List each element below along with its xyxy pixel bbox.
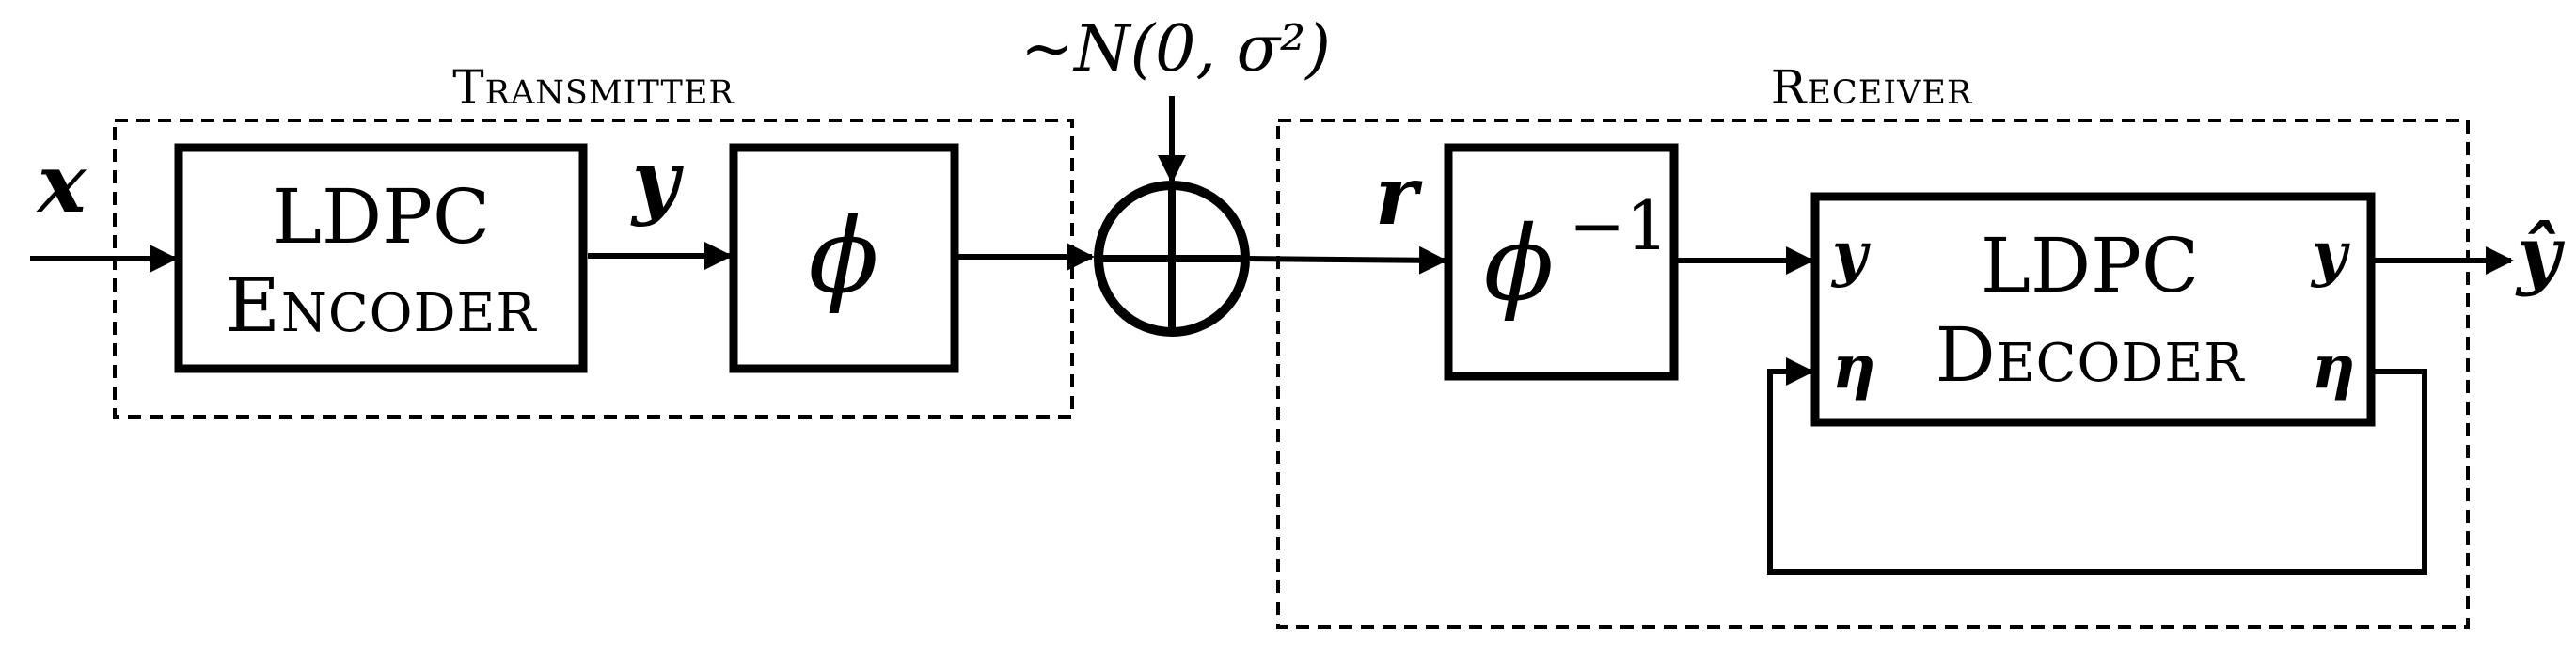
- phi-symbol: ϕ: [809, 196, 879, 316]
- ldpc-encoder-line1: LDPC: [272, 173, 490, 261]
- phi-inverse-exponent: −1: [1569, 186, 1668, 265]
- decoder-out-y-label: y: [2310, 219, 2350, 290]
- phi-mapping-block: [729, 143, 959, 373]
- ldpc-encoder-block: [174, 143, 588, 373]
- ldpc-decoder-line2: Decoder: [1936, 311, 2246, 399]
- decoder-in-y-label: y: [1830, 219, 1871, 290]
- noise-label: ~N(0, σ²): [1020, 12, 1331, 87]
- ldpc-decoder-line1: LDPC: [1981, 222, 2199, 309]
- receiver-label: Receiver: [1771, 60, 1973, 115]
- transmitter-label: Transmitter: [452, 60, 735, 115]
- received-r-label: r: [1375, 149, 1423, 244]
- noise-adder: [1094, 181, 1250, 337]
- output-yhat-label: ŷ: [2515, 210, 2566, 298]
- eta-feedback-loop: [1767, 357, 2427, 575]
- ldpc-encoder-line2: Encoder: [225, 261, 537, 349]
- ldpc-decoder-block: [1810, 192, 2376, 427]
- decoder-in-eta-label: η: [1832, 332, 1876, 403]
- phi-inverse-block: [1444, 143, 1679, 381]
- codeword-y-label: y: [630, 134, 684, 229]
- phi-inverse-symbol: ϕ: [1484, 203, 1555, 324]
- input-x-label: x: [36, 136, 87, 231]
- decoder-out-eta-label: η: [2312, 332, 2356, 403]
- adder-to-phiinv-arrow: [1244, 245, 1447, 275]
- receiver-group: [1276, 119, 2470, 629]
